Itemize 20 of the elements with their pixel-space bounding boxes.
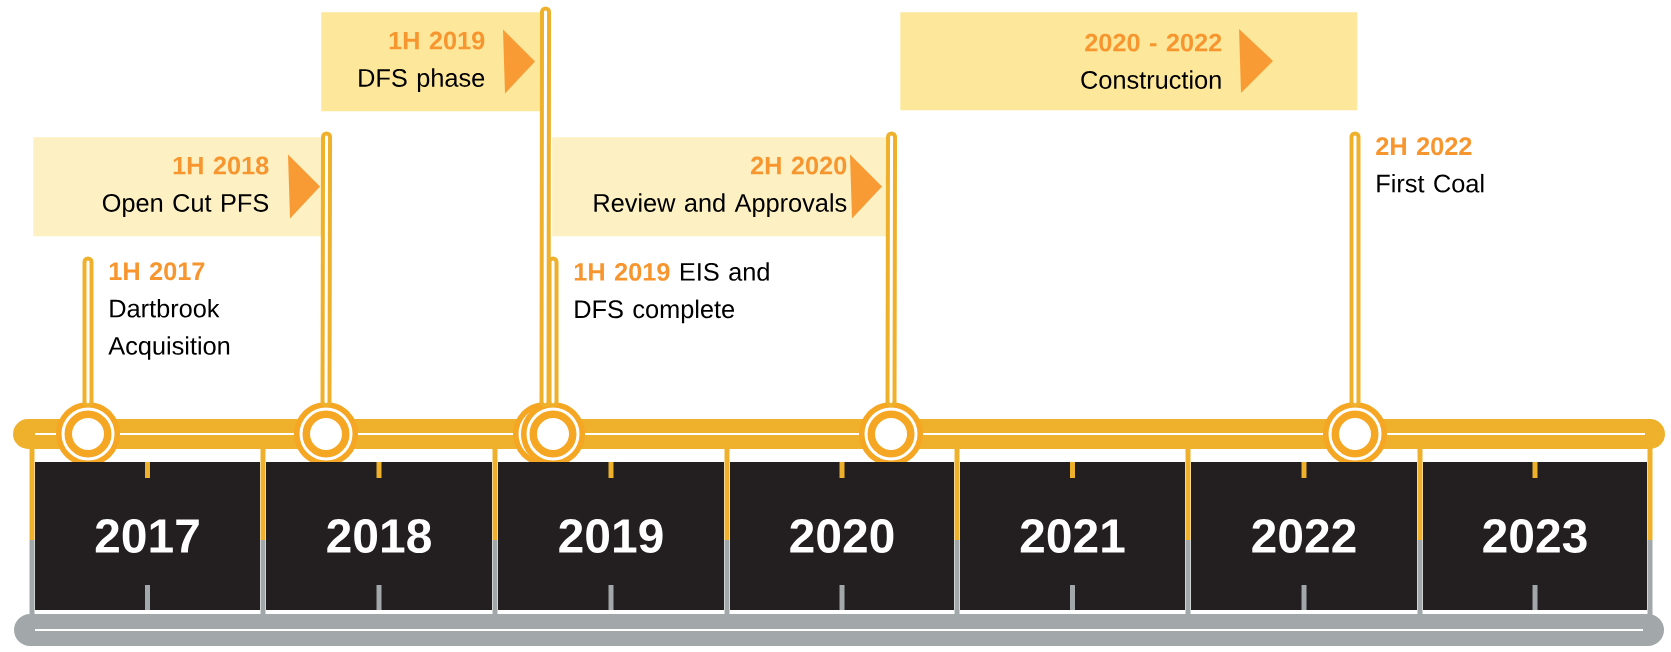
year-block: 2021	[960, 462, 1185, 610]
year-block: 2019	[498, 462, 724, 610]
flag-box: 2H 2020 Review and Approvals	[552, 137, 892, 237]
year-block: 2020	[730, 462, 954, 610]
stem-line	[539, 6, 552, 408]
year-block: 2018	[266, 462, 492, 610]
stem-line	[547, 256, 559, 408]
stem-line	[1349, 131, 1361, 408]
flag-box: 1H 2018 Open Cut PFS	[33, 137, 327, 237]
flag-box: 1H 2019 DFS phase	[321, 12, 546, 112]
flag-box: 2020 - 2022 Construction	[900, 12, 1358, 111]
milestone-text: 1H 2017 Dartbrook Acquisition	[108, 262, 230, 360]
stem-line	[320, 131, 333, 408]
stem-line	[885, 131, 898, 408]
milestone-text: 2H 2022 First Coal	[1376, 137, 1484, 193]
year-block: 2017	[35, 462, 260, 610]
stem-line	[82, 256, 94, 408]
year-block: 2023	[1423, 462, 1647, 610]
year-block: 2022	[1191, 462, 1417, 610]
milestone-text: 1H 2019 EIS and DFS complete	[574, 262, 769, 324]
